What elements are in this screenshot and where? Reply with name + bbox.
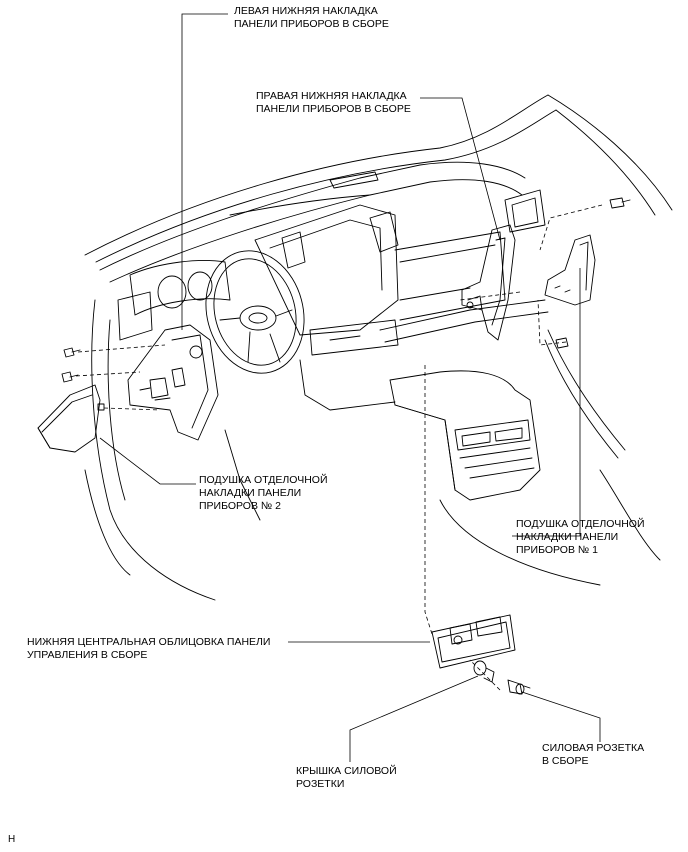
callout-cushion-1-line-3: ПРИБОРОВ № 1: [516, 544, 598, 556]
right-door-lines: [544, 329, 626, 459]
steering-wheel: [205, 250, 305, 374]
right-clips: [555, 197, 631, 349]
power-outlet-cover-part: [473, 660, 495, 683]
figure-code: H: [8, 834, 16, 845]
center-stack: [254, 204, 399, 356]
cushion-2-part: [37, 384, 105, 453]
floor-lines-left: [84, 299, 261, 601]
dashboard-top: [99, 161, 526, 283]
windshield-outline: [84, 94, 673, 263]
callout-power-outlet-cover-line-2: РОЗЕТКИ: [296, 778, 345, 790]
callout-power-outlet-line-1: СИЛОВАЯ РОЗЕТКА: [542, 742, 645, 754]
callout-left-lower-trim-line-2: ПАНЕЛИ ПРИБОРОВ В СБОРЕ: [234, 18, 389, 30]
left-lower-trim-part: [127, 324, 219, 441]
right-lower-trim-part: [461, 224, 516, 341]
callout-cushion-1: ПОДУШКА ОТДЕЛОЧНОЙ НАКЛАДКИ ПАНЕЛИ ПРИБО…: [516, 518, 645, 557]
callout-left-lower-trim: ЛЕВАЯ НИЖНЯЯ НАКЛАДКА ПАНЕЛИ ПРИБОРОВ В …: [234, 5, 389, 31]
callout-cushion-2-line-3: ПРИБОРОВ № 2: [199, 500, 281, 512]
cushion-1-part: [544, 234, 596, 306]
callout-power-outlet-line-2: В СБОРЕ: [542, 755, 589, 767]
callout-power-outlet-cover: КРЫШКА СИЛОВОЙ РОЗЕТКИ: [296, 765, 397, 791]
right-vent: [504, 189, 546, 233]
lower-center-finish-part: [431, 614, 516, 669]
left-clips: [61, 347, 81, 383]
glove-box-area: [379, 231, 549, 343]
dashed-assembly-lines: [75, 204, 603, 691]
callout-right-lower-trim-line-2: ПАНЕЛИ ПРИБОРОВ В СБОРЕ: [256, 103, 411, 115]
floor-lines-bottom: [439, 469, 661, 586]
callout-left-lower-trim-line-1: ЛЕВАЯ НИЖНЯЯ НАКЛАДКА: [234, 5, 378, 17]
callout-cushion-2: ПОДУШКА ОТДЕЛОЧНОЙ НАКЛАДКИ ПАНЕЛИ ПРИБО…: [199, 474, 328, 513]
callout-cushion-1-line-2: НАКЛАДКИ ПАНЕЛИ: [516, 531, 619, 543]
callout-cushion-1-line-1: ПОДУШКА ОТДЕЛОЧНОЙ: [516, 518, 645, 530]
leader-lines: [99, 13, 601, 762]
callout-power-outlet: СИЛОВАЯ РОЗЕТКА В СБОРЕ: [542, 742, 644, 768]
callout-cushion-2-line-1: ПОДУШКА ОТДЕЛОЧНОЙ: [199, 474, 328, 486]
floor-console: [299, 359, 541, 501]
callout-cushion-2-line-2: НАКЛАДКИ ПАНЕЛИ: [199, 487, 302, 499]
callout-lower-center-finish: НИЖНЯЯ ЦЕНТРАЛЬНАЯ ОБЛИЦОВКА ПАНЕЛИ УПРА…: [27, 636, 270, 662]
power-outlet-part: [507, 679, 531, 695]
instrument-cluster: [117, 260, 231, 341]
callout-power-outlet-cover-line-1: КРЫШКА СИЛОВОЙ: [296, 765, 397, 777]
callout-right-lower-trim: ПРАВАЯ НИЖНЯЯ НАКЛАДКА ПАНЕЛИ ПРИБОРОВ В…: [256, 90, 411, 116]
callout-lower-center-finish-line-2: УПРАВЛЕНИЯ В СБОРЕ: [27, 649, 148, 661]
callout-right-lower-trim-line-1: ПРАВАЯ НИЖНЯЯ НАКЛАДКА: [256, 90, 407, 102]
callout-lower-center-finish-line-1: НИЖНЯЯ ЦЕНТРАЛЬНАЯ ОБЛИЦОВКА ПАНЕЛИ: [27, 636, 271, 648]
